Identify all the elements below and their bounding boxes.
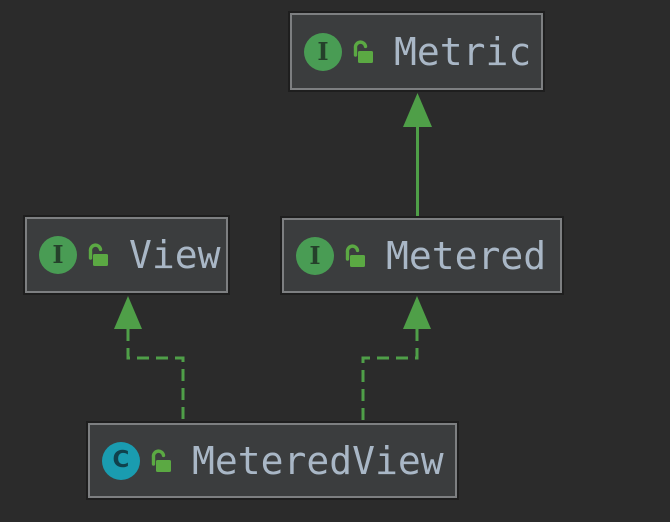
edge-meteredview-implements-metered[interactable]	[361, 296, 431, 423]
node-label: Metric	[394, 29, 532, 74]
arrowhead-icon	[403, 93, 432, 127]
edge-line	[126, 329, 185, 423]
edge-line	[361, 329, 419, 423]
unlocked-padlock-icon	[353, 39, 373, 63]
interface-icon: I	[296, 236, 334, 275]
class-icon: C	[102, 441, 140, 480]
node-label: MeteredView	[192, 438, 444, 483]
arrowhead-icon	[114, 296, 142, 329]
uml-node-metered[interactable]: I Metered	[282, 218, 562, 293]
uml-node-metric[interactable]: I Metric	[290, 13, 543, 90]
interface-icon: I	[304, 32, 342, 71]
interface-badge-letter: I	[52, 240, 64, 269]
interface-icon: I	[39, 236, 77, 274]
uml-node-view[interactable]: I View	[25, 217, 228, 293]
unlocked-padlock-icon	[345, 243, 365, 267]
arrowhead-icon	[403, 296, 431, 329]
node-label: View	[129, 233, 221, 277]
class-badge-letter: C	[112, 447, 130, 473]
edge-metered-extends-metric[interactable]	[403, 93, 432, 219]
interface-badge-letter: I	[317, 36, 329, 66]
unlocked-padlock-icon	[151, 448, 171, 472]
node-label: Metered	[386, 233, 547, 278]
interface-badge-letter: I	[309, 240, 321, 270]
unlocked-padlock-icon	[88, 243, 108, 266]
edge-meteredview-implements-view[interactable]	[114, 296, 185, 423]
uml-node-meteredview[interactable]: C MeteredView	[88, 423, 457, 498]
